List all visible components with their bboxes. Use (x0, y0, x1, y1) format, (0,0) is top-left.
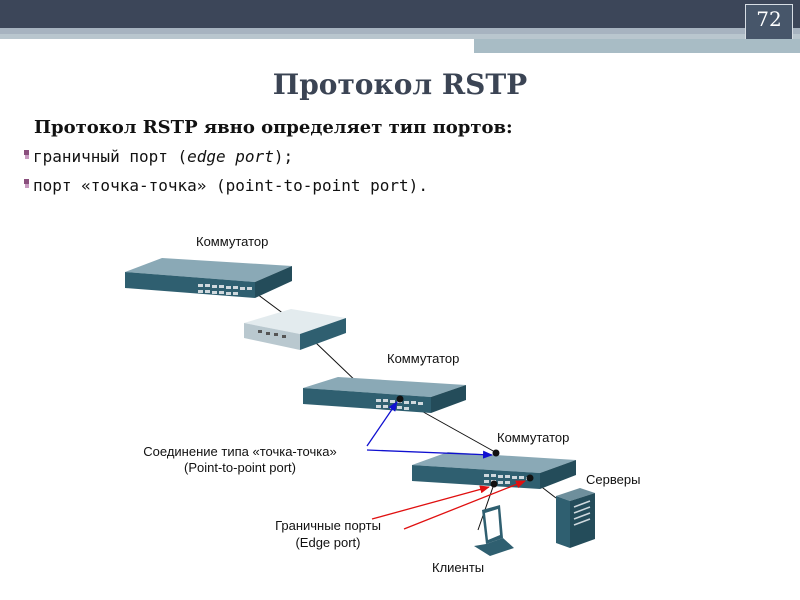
label-switch-mid: Коммутатор (387, 351, 459, 366)
hub-icon (244, 309, 346, 350)
edge-arrows (372, 481, 525, 529)
switch-bottom-icon (412, 450, 576, 490)
edge-arrow-1 (372, 487, 489, 519)
p2p-arrow-to-bottom (367, 450, 492, 455)
label-switch-bottom: Коммутатор (497, 430, 569, 445)
server-icon (556, 488, 595, 548)
edge-port-dot-1 (491, 481, 498, 488)
switch-mid-icon (303, 377, 466, 413)
p2p-port-dot-bottom (493, 450, 500, 457)
switch-top-icon (125, 258, 292, 298)
label-clients: Клиенты (432, 560, 484, 575)
edge-port-dot-2 (527, 475, 534, 482)
label-servers: Серверы (586, 472, 640, 487)
p2p-port-dot-mid (397, 396, 404, 403)
label-p2p-line2: (Point-to-point port) (184, 460, 296, 475)
label-edge-line2: (Edge port) (295, 535, 360, 550)
label-p2p-line1: Соединение типа «точка-точка» (143, 444, 336, 459)
label-switch-top: Коммутатор (196, 234, 268, 249)
label-edge-line1: Граничные порты (275, 518, 381, 533)
laptop-icon (474, 505, 514, 556)
